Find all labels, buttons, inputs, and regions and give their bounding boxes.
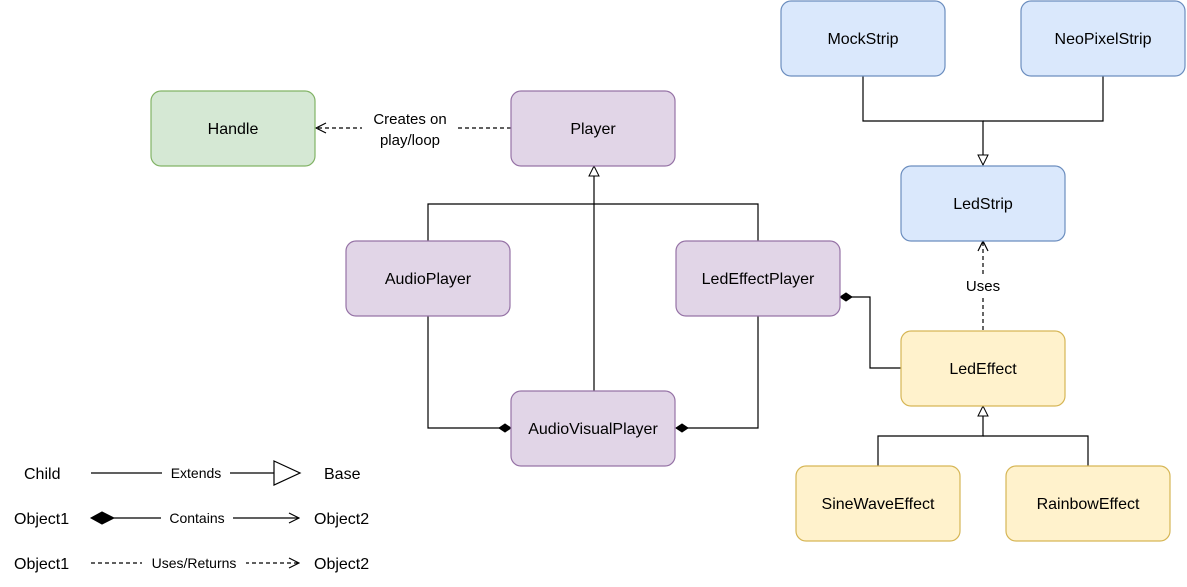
legend-contains-diamond [89,511,116,525]
legend-extends-triangle [273,460,302,486]
legend-extends-middle: Extends [171,465,222,481]
legend-uses-middle: Uses/Returns [152,555,237,571]
node-rainboweffect[interactable] [1005,465,1171,542]
legend-contains-middle: Contains [169,510,224,526]
legend-contains-right: Object2 [314,511,369,528]
edge-mockstrip-extends-ledstrip [862,76,983,165]
node-audioplayer-label: AudioPlayer [385,271,472,288]
node-ledstrip[interactable] [900,165,1066,242]
edge-audioplayer-extends-player [427,203,759,241]
edge-label-creates-line2: play/loop [380,132,440,149]
node-ledeffectplayer-label: LedEffectPlayer [702,271,815,288]
node-sinewaveeffect[interactable] [795,465,961,542]
node-ledeffectplayer[interactable] [675,240,841,317]
edge-label-uses: Uses [966,278,1000,295]
node-player[interactable] [510,90,676,167]
node-ledeffect[interactable] [900,330,1066,407]
legend-contains-left: Object1 [14,511,69,528]
edges [316,76,1104,466]
node-neopixelstrip[interactable] [1020,0,1186,77]
legend-uses-left: Object1 [14,556,69,573]
edge-sinewave-extends-ledeffect [877,406,983,466]
legend-extends-right: Base [324,466,361,483]
legend-extends-left: Child [24,466,60,483]
node-audiovisualplayer[interactable] [510,390,676,467]
legend: Child Extends Base Object1 Contains Obje… [14,460,369,573]
node-ledstrip-label: LedStrip [953,196,1013,213]
node-handle-label: Handle [208,121,259,138]
edge-label-creates-line1: Creates on [373,111,446,128]
node-player-label: Player [570,121,616,138]
node-audiovisualplayer-label: AudioVisualPlayer [528,421,658,438]
node-rainboweffect-label: RainbowEffect [1037,496,1140,513]
node-ledeffect-label: LedEffect [949,361,1017,378]
node-handle[interactable] [150,90,316,167]
node-sinewaveeffect-label: SineWaveEffect [822,496,936,513]
node-mockstrip[interactable] [780,0,946,77]
edge-rainbow-extends-ledeffect [983,435,1089,466]
legend-uses-right: Object2 [314,556,369,573]
node-audioplayer[interactable] [345,240,511,317]
edge-ledeffectplayer-contains-ledeffect [839,292,901,369]
edge-neopixelstrip-extends-ledstrip [983,76,1104,122]
edge-audiovisualplayer-contains-ledeffectplayer [675,316,759,433]
edge-audiovisualplayer-contains-audioplayer [427,316,512,433]
node-neopixelstrip-label: NeoPixelStrip [1055,31,1152,48]
node-mockstrip-label: MockStrip [827,31,898,48]
